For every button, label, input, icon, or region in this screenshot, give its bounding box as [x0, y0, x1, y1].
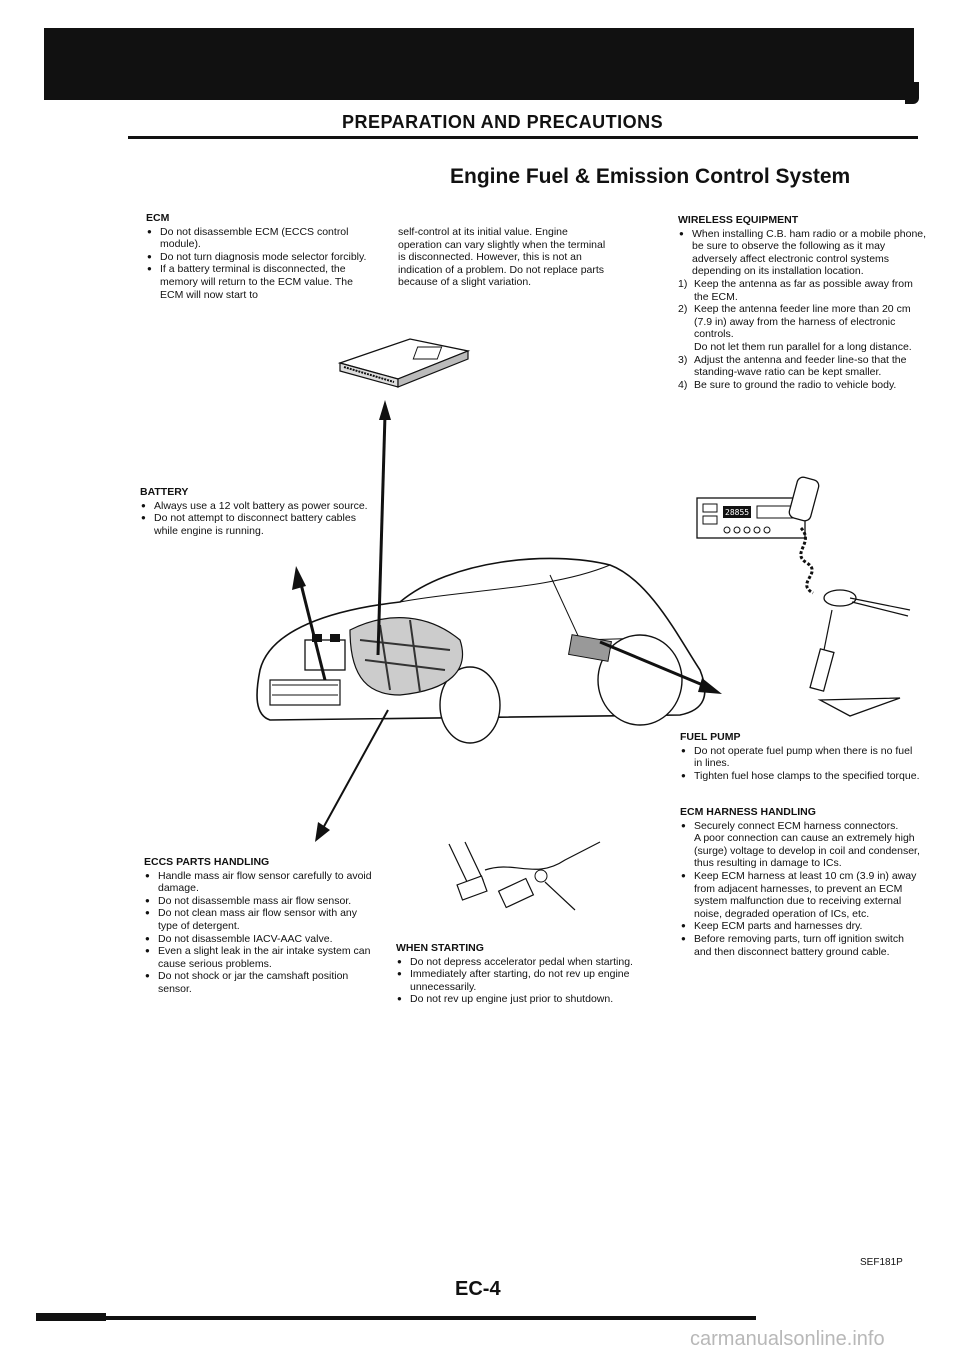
step-number: 1) — [678, 277, 688, 290]
header-black-bar — [44, 28, 914, 100]
battery-list: Always use a 12 volt battery as power so… — [140, 500, 375, 538]
ecm-list: Do not disassemble ECM (ECCS control mod… — [146, 226, 376, 302]
list-item: Do not operate fuel pump when there is n… — [680, 745, 920, 770]
wireless-section: WIRELESS EQUIPMENT When installing C.B. … — [678, 214, 928, 391]
ecm-harness-section: ECM HARNESS HANDLING Securely connect EC… — [680, 806, 920, 958]
title-rule — [128, 136, 918, 139]
list-item: Do not disassemble IACV-AAC valve. — [144, 933, 374, 946]
list-item: Keep ECM harness at least 10 cm (3.9 in)… — [680, 870, 920, 920]
list-item: Do not attempt to disconnect battery cab… — [140, 512, 375, 537]
page-subtitle: Engine Fuel & Emission Control System — [450, 165, 851, 188]
list-item: Do not rev up engine just prior to shutd… — [396, 993, 636, 1006]
ecm-harness-list-2: Keep ECM harness at least 10 cm (3.9 in)… — [680, 870, 920, 958]
step-text: Adjust the antenna and feeder line-so th… — [694, 353, 907, 379]
list-item: Securely connect ECM harness connectors. — [680, 820, 920, 833]
header-bar-tail — [905, 82, 919, 104]
step-text: Be sure to ground the radio to vehicle b… — [694, 378, 897, 391]
radio-display-text: 28855 — [725, 508, 749, 517]
step-number: 3) — [678, 353, 688, 366]
step-extra: Do not let them run parallel for a long … — [694, 340, 912, 353]
list-item: 2) Keep the antenna feeder line more than… — [678, 303, 928, 353]
list-item: Do not disassemble ECM (ECCS control mod… — [146, 226, 376, 251]
starting-list: Do not depress accelerator pedal when st… — [396, 956, 636, 1006]
step-text: Keep the antenna feeder line more than 2… — [694, 303, 911, 341]
list-item: Always use a 12 volt battery as power so… — [140, 500, 375, 513]
figure-code: SEF181P — [860, 1257, 903, 1268]
list-item: Do not shock or jar the camshaft positio… — [144, 970, 374, 995]
pedal-illustration — [448, 841, 601, 911]
list-item: Even a slight leak in the air intake sys… — [144, 945, 374, 970]
list-item: Tighten fuel hose clamps to the specifie… — [680, 770, 920, 783]
eccs-parts-list: Handle mass air flow sensor carefully to… — [144, 870, 374, 996]
step-number: 2) — [678, 303, 688, 316]
ecm-harness-list: Securely connect ECM harness connectors. — [680, 820, 920, 833]
fuel-pump-illustration — [809, 589, 911, 717]
ecm-section: ECM Do not disassemble ECM (ECCS control… — [146, 212, 376, 301]
wireless-heading: WIRELESS EQUIPMENT — [678, 214, 799, 226]
wireless-steps: 1) Keep the antenna as far as possible aw… — [678, 278, 928, 391]
fuel-pump-list: Do not operate fuel pump when there is n… — [680, 745, 920, 783]
list-item: 3) Adjust the antenna and feeder line-so … — [678, 354, 928, 379]
car-illustration — [256, 557, 706, 744]
list-item: If a battery terminal is disconnected, t… — [146, 263, 376, 301]
eccs-parts-section: ECCS PARTS HANDLING Handle mass air flow… — [144, 856, 374, 996]
battery-heading: BATTERY — [140, 486, 189, 498]
ecm-unit-illustration — [337, 338, 471, 388]
battery-section: BATTERY Always use a 12 volt battery as … — [140, 486, 375, 537]
ecm-continued: self-control at its initial value. Engin… — [398, 226, 613, 289]
ecm-heading: ECM — [146, 212, 170, 224]
list-item: Do not depress accelerator pedal when st… — [396, 956, 636, 969]
ecm-harness-heading: ECM HARNESS HANDLING — [680, 806, 816, 818]
list-item: Handle mass air flow sensor carefully to… — [144, 870, 374, 895]
fuel-pump-heading: FUEL PUMP — [680, 731, 741, 743]
fuel-pump-section: FUEL PUMP Do not operate fuel pump when … — [680, 731, 920, 782]
list-item: Do not turn diagnosis mode selector forc… — [146, 251, 376, 264]
wireless-list: When installing C.B. ham radio or a mobi… — [678, 228, 928, 278]
list-item: 4) Be sure to ground the radio to vehicle… — [678, 379, 928, 392]
eccs-parts-heading: ECCS PARTS HANDLING — [144, 856, 270, 868]
section-title: PREPARATION AND PRECAUTIONS — [342, 112, 664, 132]
bottom-rule — [36, 1316, 756, 1320]
radio-illustration: 28855 — [696, 476, 820, 595]
ecm-continued-text: self-control at its initial value. Engin… — [398, 226, 606, 289]
step-text: Keep the antenna as far as possible away… — [694, 277, 913, 303]
list-item: Immediately after starting, do not rev u… — [396, 968, 636, 993]
starting-section: WHEN STARTING Do not depress accelerator… — [396, 942, 636, 1006]
list-item: When installing C.B. ham radio or a mobi… — [678, 228, 928, 278]
step-number: 4) — [678, 378, 688, 391]
list-item: Do not clean mass air flow sensor with a… — [144, 907, 374, 932]
list-item: Before removing parts, turn off ignition… — [680, 933, 920, 958]
ecm-harness-note: A poor connection can cause an extremely… — [694, 832, 920, 870]
watermark: carmanualsonline.info — [690, 1328, 885, 1350]
list-item: Keep ECM parts and harnesses dry. — [680, 920, 920, 933]
list-item: Do not disassemble mass air flow sensor. — [144, 895, 374, 908]
starting-heading: WHEN STARTING — [396, 942, 484, 954]
page-number: EC-4 — [455, 1278, 501, 1300]
list-item: 1) Keep the antenna as far as possible aw… — [678, 278, 928, 303]
